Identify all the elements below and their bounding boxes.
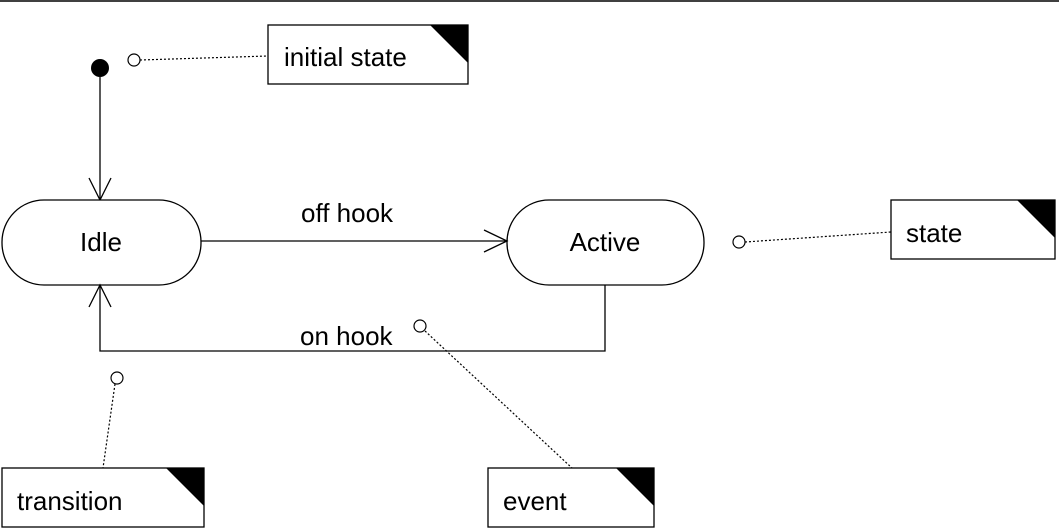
state-note-connector (744, 231, 892, 243)
event-note-anchor (413, 319, 427, 333)
initial-state-note-anchor (127, 53, 141, 67)
state-note-anchor (732, 235, 746, 249)
on-hook-transition-line (99, 285, 606, 352)
initial-state-note-connector (139, 55, 269, 61)
event-note-connector (424, 330, 573, 469)
note-transition-label: transition (17, 486, 123, 516)
note-state-corner (1017, 200, 1055, 238)
transition-note-connector (102, 383, 116, 469)
off-hook-label: off hook (301, 198, 394, 228)
note-initial-state-corner (430, 25, 468, 63)
initial-state-dot (91, 59, 109, 77)
transition-note-anchor (110, 371, 124, 385)
note-initial-state-label: initial state (284, 42, 407, 72)
note-initial-state (267, 24, 469, 85)
on-hook-arrowhead (88, 283, 112, 308)
note-transition (1, 467, 205, 528)
note-event-corner (616, 468, 654, 506)
state-active-label: Active (570, 227, 641, 257)
off-hook-arrowhead (483, 229, 509, 253)
note-event-label: event (503, 486, 567, 516)
state-idle (1, 199, 202, 286)
note-transition-corner (166, 468, 204, 506)
on-hook-label: on hook (300, 321, 394, 351)
state-idle-label: Idle (80, 227, 122, 257)
note-state-label: state (906, 218, 962, 248)
